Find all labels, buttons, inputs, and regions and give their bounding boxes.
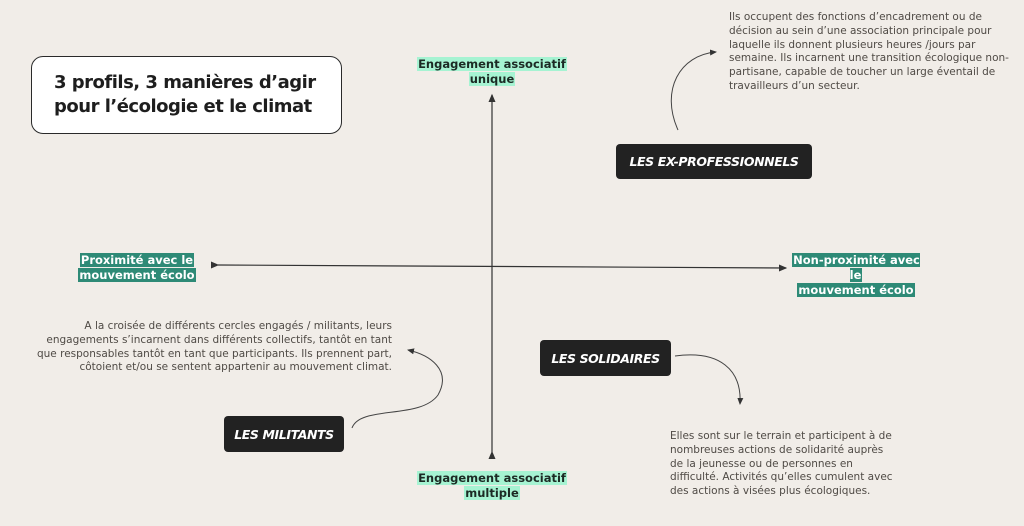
diagram-title: 3 profils, 3 manières d’agir pour l’écol…	[31, 56, 342, 134]
profile-solidaires: LES SOLIDAIRES	[540, 340, 671, 376]
horizontal-axis	[210, 261, 788, 272]
ex-pro-connector	[670, 49, 717, 131]
solidaires-connector	[674, 354, 744, 405]
solidaires-description: Elles sont sur le terrain et participent…	[670, 430, 893, 498]
profile-ex-professionnels: LES EX-PROFESSIONNELS	[616, 144, 812, 179]
profile-militants: LES MILITANTS	[224, 416, 344, 452]
ex-professionnels-description: Ils occupent des fonctions d’encadrement…	[729, 11, 1009, 92]
militants-connector	[351, 348, 443, 429]
militants-description: A la croisée de différents cercles engag…	[36, 320, 392, 374]
